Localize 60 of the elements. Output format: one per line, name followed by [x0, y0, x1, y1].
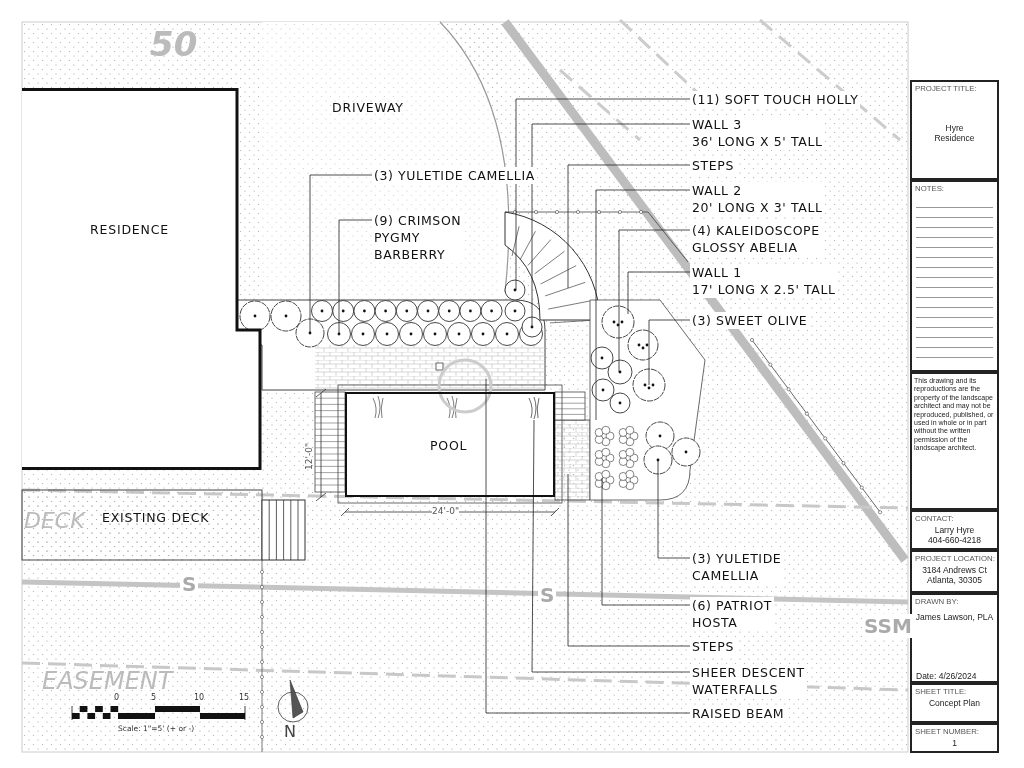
- leader-line: [627, 271, 691, 315]
- leader-line: [338, 219, 373, 336]
- north-label: N: [284, 722, 296, 741]
- title-block-cell: [910, 723, 999, 753]
- leader-line: [567, 164, 691, 289]
- leader-line: [648, 319, 691, 386]
- leader-line: [531, 123, 691, 328]
- callout-label: SHEER DESCENT WATERFALLS: [690, 664, 807, 698]
- area-label: RESIDENCE: [90, 222, 169, 237]
- callout-label: (9) CRIMSON PYGMY BARBERRY: [372, 212, 464, 263]
- leader-line: [595, 189, 691, 421]
- survey-text: 50: [150, 24, 198, 64]
- leader-line: [515, 98, 691, 291]
- pool-outline: [345, 392, 555, 497]
- survey-text: DECK: [24, 508, 85, 533]
- leader-line: [485, 378, 691, 714]
- scale-number: 10: [194, 693, 205, 702]
- title-block-cell: [910, 180, 999, 372]
- leader-line: [657, 459, 691, 559]
- title-block-cell: [910, 372, 999, 510]
- field-value: 3184 Andrews Ct Atlanta, 30305: [921, 565, 988, 585]
- field-value: Date: 4/26/2024: [915, 671, 978, 681]
- scale-number: 15: [239, 693, 250, 702]
- scale-number: 0: [114, 693, 120, 702]
- callout-label: (11) SOFT TOUCH HOLLY: [690, 91, 861, 108]
- callout-label: (3) YULETIDE CAMELLIA: [690, 550, 784, 584]
- survey-text: S: [538, 583, 557, 607]
- dimension-text: 24'-0": [432, 506, 460, 516]
- leader-line: [567, 473, 691, 647]
- callout-label: RAISED BEAM: [690, 705, 787, 722]
- leader-line: [309, 174, 373, 334]
- callout-label: (3) SWEET OLIVE: [690, 312, 810, 329]
- area-label: EXISTING DECK: [102, 510, 210, 525]
- field-value: Concept Plan: [927, 698, 981, 708]
- leader-line: [601, 477, 691, 606]
- field-value: Hyre Residence: [933, 123, 976, 143]
- callout-label: (3) YULETIDE CAMELLIA: [372, 167, 537, 184]
- title-block-cell: [910, 593, 999, 683]
- callout-label: STEPS: [690, 638, 736, 655]
- callout-label: WALL 1 17' LONG X 2.5' TALL: [690, 264, 838, 298]
- callout-label: (4) KALEIDOSCOPE GLOSSY ABELIA: [690, 222, 822, 256]
- field-value: 1: [951, 738, 958, 748]
- callout-label: WALL 2 20' LONG X 3' TALL: [690, 182, 825, 216]
- leader-line: [531, 419, 691, 673]
- dimension-text: 12'-0": [304, 442, 314, 470]
- field-value: James Lawson, PLA: [914, 612, 995, 622]
- field-value: Larry Hyre 404-660-4218: [927, 525, 982, 545]
- title-block-cell: [910, 80, 999, 180]
- survey-text: S: [180, 572, 199, 596]
- area-label: POOL: [430, 438, 468, 453]
- callout-label: STEPS: [690, 157, 736, 174]
- title-block-cell: [910, 510, 999, 550]
- title-block-cell: [910, 550, 999, 593]
- leader-line: [618, 229, 691, 373]
- survey-text: SSM: [862, 614, 914, 638]
- title-block-cell: [910, 683, 999, 723]
- callout-label: (6) PATRIOT HOSTA: [690, 597, 775, 631]
- scale-number: 5: [151, 693, 157, 702]
- area-label: DRIVEWAY: [332, 100, 404, 115]
- callout-label: WALL 3 36' LONG X 5' TALL: [690, 116, 825, 150]
